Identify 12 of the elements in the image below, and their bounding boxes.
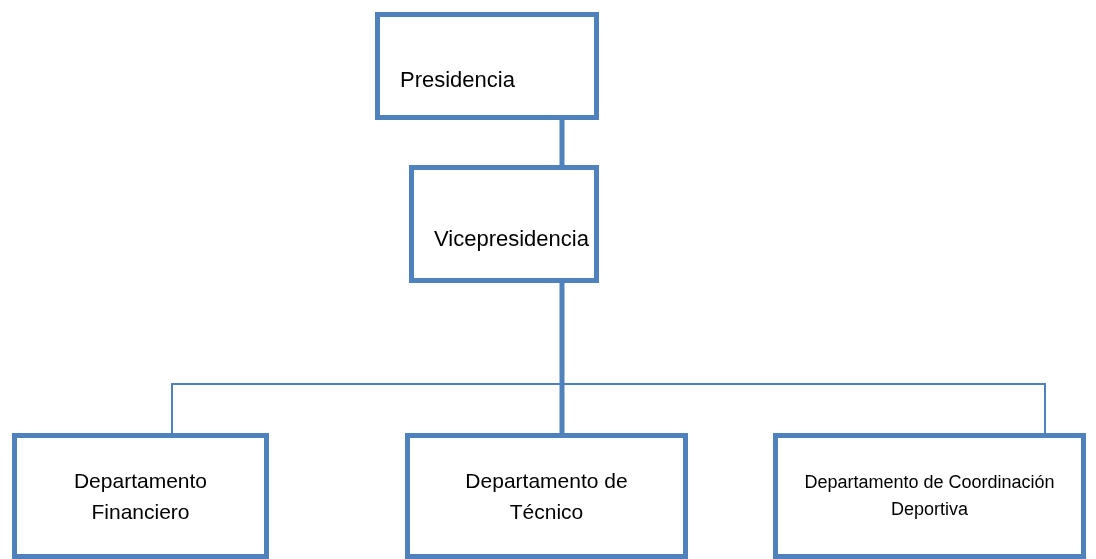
box-label: Presidencia: [399, 65, 516, 94]
org-chart-box: [409, 165, 599, 283]
box-label: Departamento Financiero: [72, 467, 209, 525]
connector-line: [559, 283, 565, 433]
org-chart-box: [773, 433, 1086, 559]
connector-line: [559, 120, 565, 165]
org-chart-box: [405, 433, 688, 559]
org-chart-box: [12, 433, 269, 559]
box-label: Departamento de Coordinación Deportiva: [803, 471, 1056, 521]
box-label: Vicepresidencia: [433, 224, 590, 253]
box-label: Departamento de Técnico: [464, 467, 629, 525]
org-chart-box: [375, 12, 599, 120]
